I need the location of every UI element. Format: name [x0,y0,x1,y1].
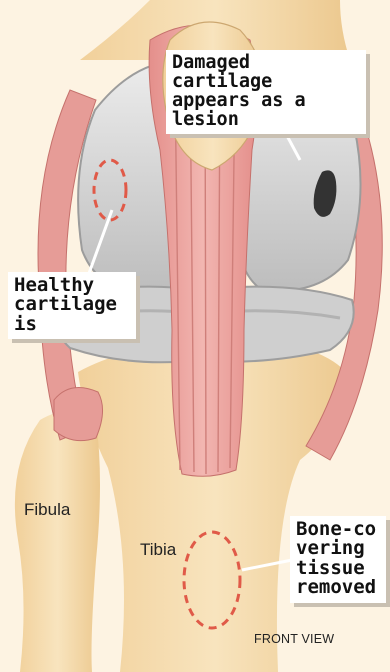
healthy-cartilage-callout: Healthy cartilage is [8,272,136,339]
callout-line: removed [296,578,380,597]
callout-line: is [14,315,130,334]
callout-line: Damaged cartilage [172,54,360,92]
callout-line: cartilage [14,295,130,314]
callout-line: vering [296,539,380,558]
fibula-bone [15,411,100,672]
callout-line: appears as a lesion [172,92,360,130]
damaged-cartilage-callout: Damaged cartilage appears as a lesion [166,50,366,134]
fibular-ligament [54,388,103,441]
front-view-label: FRONT VIEW [254,632,334,646]
fibula-label: Fibula [24,500,70,520]
tibia-label: Tibia [140,540,176,560]
bone-tissue-callout: Bone-co vering tissue removed [290,516,386,603]
